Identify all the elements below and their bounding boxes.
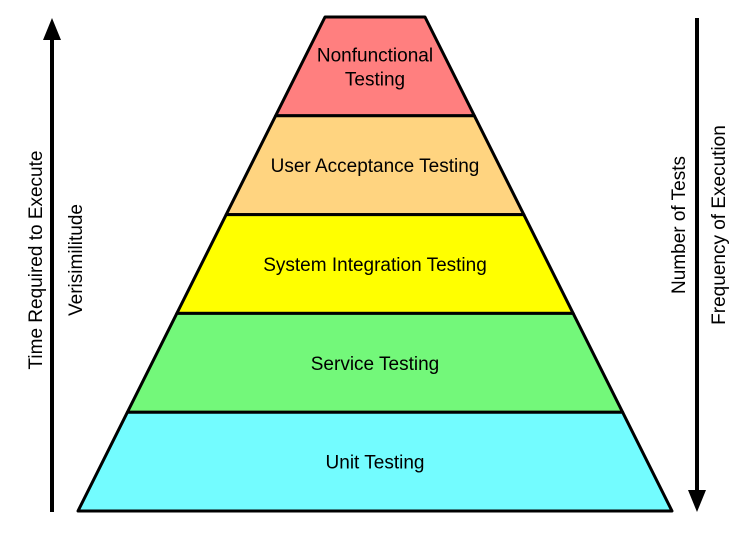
pyramid-layer-4 <box>76 410 674 513</box>
left-arrow <box>43 18 61 512</box>
right-arrow <box>688 18 706 512</box>
pyramid-layer-label: System Integration Testing <box>263 255 487 276</box>
pyramid-layer-label: Testing <box>345 69 405 90</box>
pyramid-layer-label: Unit Testing <box>326 453 425 474</box>
left-axis-label-verisimilitude: Verisimilitude <box>66 204 87 316</box>
left-axis-label-time: Time Required to Execute <box>26 151 47 370</box>
right-axis-label-frequency: Frequency of Execution <box>709 125 730 325</box>
pyramid-layer-label: User Acceptance Testing <box>271 156 480 177</box>
pyramid-layer-label: Nonfunctional <box>317 45 433 66</box>
right-axis-label-number-of-tests: Number of Tests <box>669 156 690 294</box>
pyramid-layer-label: Service Testing <box>311 354 440 375</box>
